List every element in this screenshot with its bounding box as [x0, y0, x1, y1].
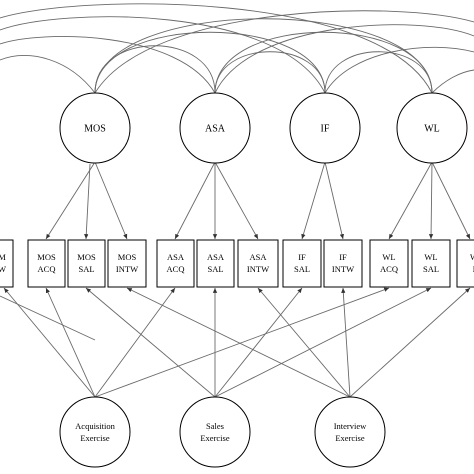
loading-arrow	[94, 287, 390, 398]
indicator-box: ASA INTW	[237, 239, 279, 288]
indicator-box: WL ACQ	[369, 239, 409, 288]
loading-arrow	[341, 287, 351, 398]
latent-factor-asa: ASA	[179, 92, 251, 164]
covariance-arc	[324, 51, 433, 94]
exercise-label-line1: Interview	[334, 421, 367, 431]
indicator-line1: ASA	[207, 252, 225, 262]
covariance-arc	[94, 45, 216, 94]
loading-arrow	[174, 161, 216, 240]
indicator-line2: I	[473, 264, 474, 274]
latent-factor-label: WL	[424, 124, 440, 135]
covariance-arc	[0, 36, 216, 94]
covariance-arc	[94, 31, 326, 94]
indicator-line1: ASA	[249, 252, 267, 262]
exercise-label-line1: Acquisition	[75, 421, 115, 431]
loading-arrow	[94, 287, 176, 398]
indicator-line2: SAL	[423, 264, 439, 274]
covariance-arc	[94, 18, 433, 94]
loading-arrow	[431, 161, 471, 240]
indicator-box: IF SAL	[282, 239, 322, 288]
covariance-arc	[94, 10, 474, 94]
exercise-label-line1: Sales	[206, 421, 224, 431]
loading-arrow	[257, 287, 351, 398]
loading-arrow	[324, 161, 344, 240]
indicator-line1: MOS	[118, 252, 137, 262]
indicator-line1: M	[0, 252, 6, 262]
loading-arrow	[301, 161, 326, 240]
indicator-line1: IF	[298, 252, 306, 262]
indicator-line1: W	[470, 252, 474, 262]
exercise-interview: Interview Exercise	[314, 396, 386, 468]
indicator-line1: MOS	[37, 252, 56, 262]
loading-arrow	[214, 287, 303, 398]
indicator-line2: SAL	[207, 264, 223, 274]
factor-loadings	[45, 161, 471, 240]
latent-factor-mos: MOS	[59, 92, 131, 164]
indicator-line1: WL	[382, 252, 395, 262]
indicator-box: MOS ACQ	[27, 239, 66, 288]
latent-factor-label: IF	[321, 124, 330, 135]
covariance-arc	[214, 24, 474, 94]
loading-arrow	[85, 287, 216, 398]
loading-arrow-tail	[0, 295, 96, 341]
indicator-line2: INTW	[247, 264, 269, 274]
covariance-arc	[214, 31, 433, 94]
latent-factors: MOS ASA IF WL	[59, 92, 468, 164]
indicator-line1: IF	[339, 252, 347, 262]
covariance-arc	[431, 69, 474, 94]
loading-arrow	[45, 161, 96, 240]
indicator-line2: INTW	[332, 264, 354, 274]
covariance-arc	[0, 3, 433, 94]
exercise-sales: Sales Exercise	[179, 396, 251, 468]
exercise-acquisition: Acquisition Exercise	[59, 396, 131, 468]
indicator-box: ASA ACQ	[156, 239, 195, 288]
covariance-arc	[0, 16, 326, 94]
latent-factor-if: IF	[289, 92, 361, 164]
covariance-arc	[0, 55, 96, 94]
loading-arrow	[428, 161, 434, 240]
indicator-line1: ASA	[167, 252, 185, 262]
latent-factor-label: MOS	[84, 124, 106, 135]
loading-arrow	[84, 163, 91, 240]
loading-arrow	[214, 161, 259, 240]
latent-factor-wl: WL	[396, 92, 468, 164]
indicator-line1: WL	[424, 252, 437, 262]
latent-factor-label: ASA	[205, 124, 226, 135]
loading-arrow	[3, 287, 96, 398]
indicators: M W MOS ACQ MOS SAL MOS INTW ASA ACQ ASA…	[0, 239, 474, 288]
covariance-arc	[214, 51, 326, 94]
exercise-loadings	[0, 287, 471, 398]
indicator-box: ASA SAL	[196, 239, 235, 288]
loading-arrow	[45, 287, 96, 398]
covariance-arc	[324, 46, 474, 94]
indicator-box: M W	[0, 239, 14, 288]
indicator-line2: W	[0, 264, 6, 274]
indicator-line2: ACQ	[38, 264, 56, 274]
exercise-label-line2: Exercise	[80, 433, 109, 443]
loading-arrow	[94, 161, 128, 240]
indicator-box: IF INTW	[323, 239, 363, 288]
indicator-box: WL SAL	[411, 239, 451, 288]
indicator-box: MOS INTW	[107, 239, 147, 288]
indicator-line2: SAL	[78, 264, 94, 274]
exercise-factors: Acquisition Exercise Sales Exercise Inte…	[59, 396, 386, 468]
covariance-arcs	[0, 3, 474, 94]
indicator-box: W I	[456, 239, 474, 288]
exercise-label-line2: Exercise	[200, 433, 229, 443]
indicator-line2: ACQ	[380, 264, 398, 274]
loading-arrow	[388, 161, 433, 240]
loading-arrow	[349, 287, 471, 398]
indicator-line2: SAL	[294, 264, 310, 274]
indicator-line2: ACQ	[167, 264, 185, 274]
loading-arrow	[126, 287, 351, 398]
loading-arrow	[214, 287, 432, 398]
exercise-label-line2: Exercise	[335, 433, 364, 443]
indicator-box: MOS SAL	[67, 239, 106, 288]
indicator-line1: MOS	[77, 252, 96, 262]
indicator-line2: INTW	[116, 264, 138, 274]
